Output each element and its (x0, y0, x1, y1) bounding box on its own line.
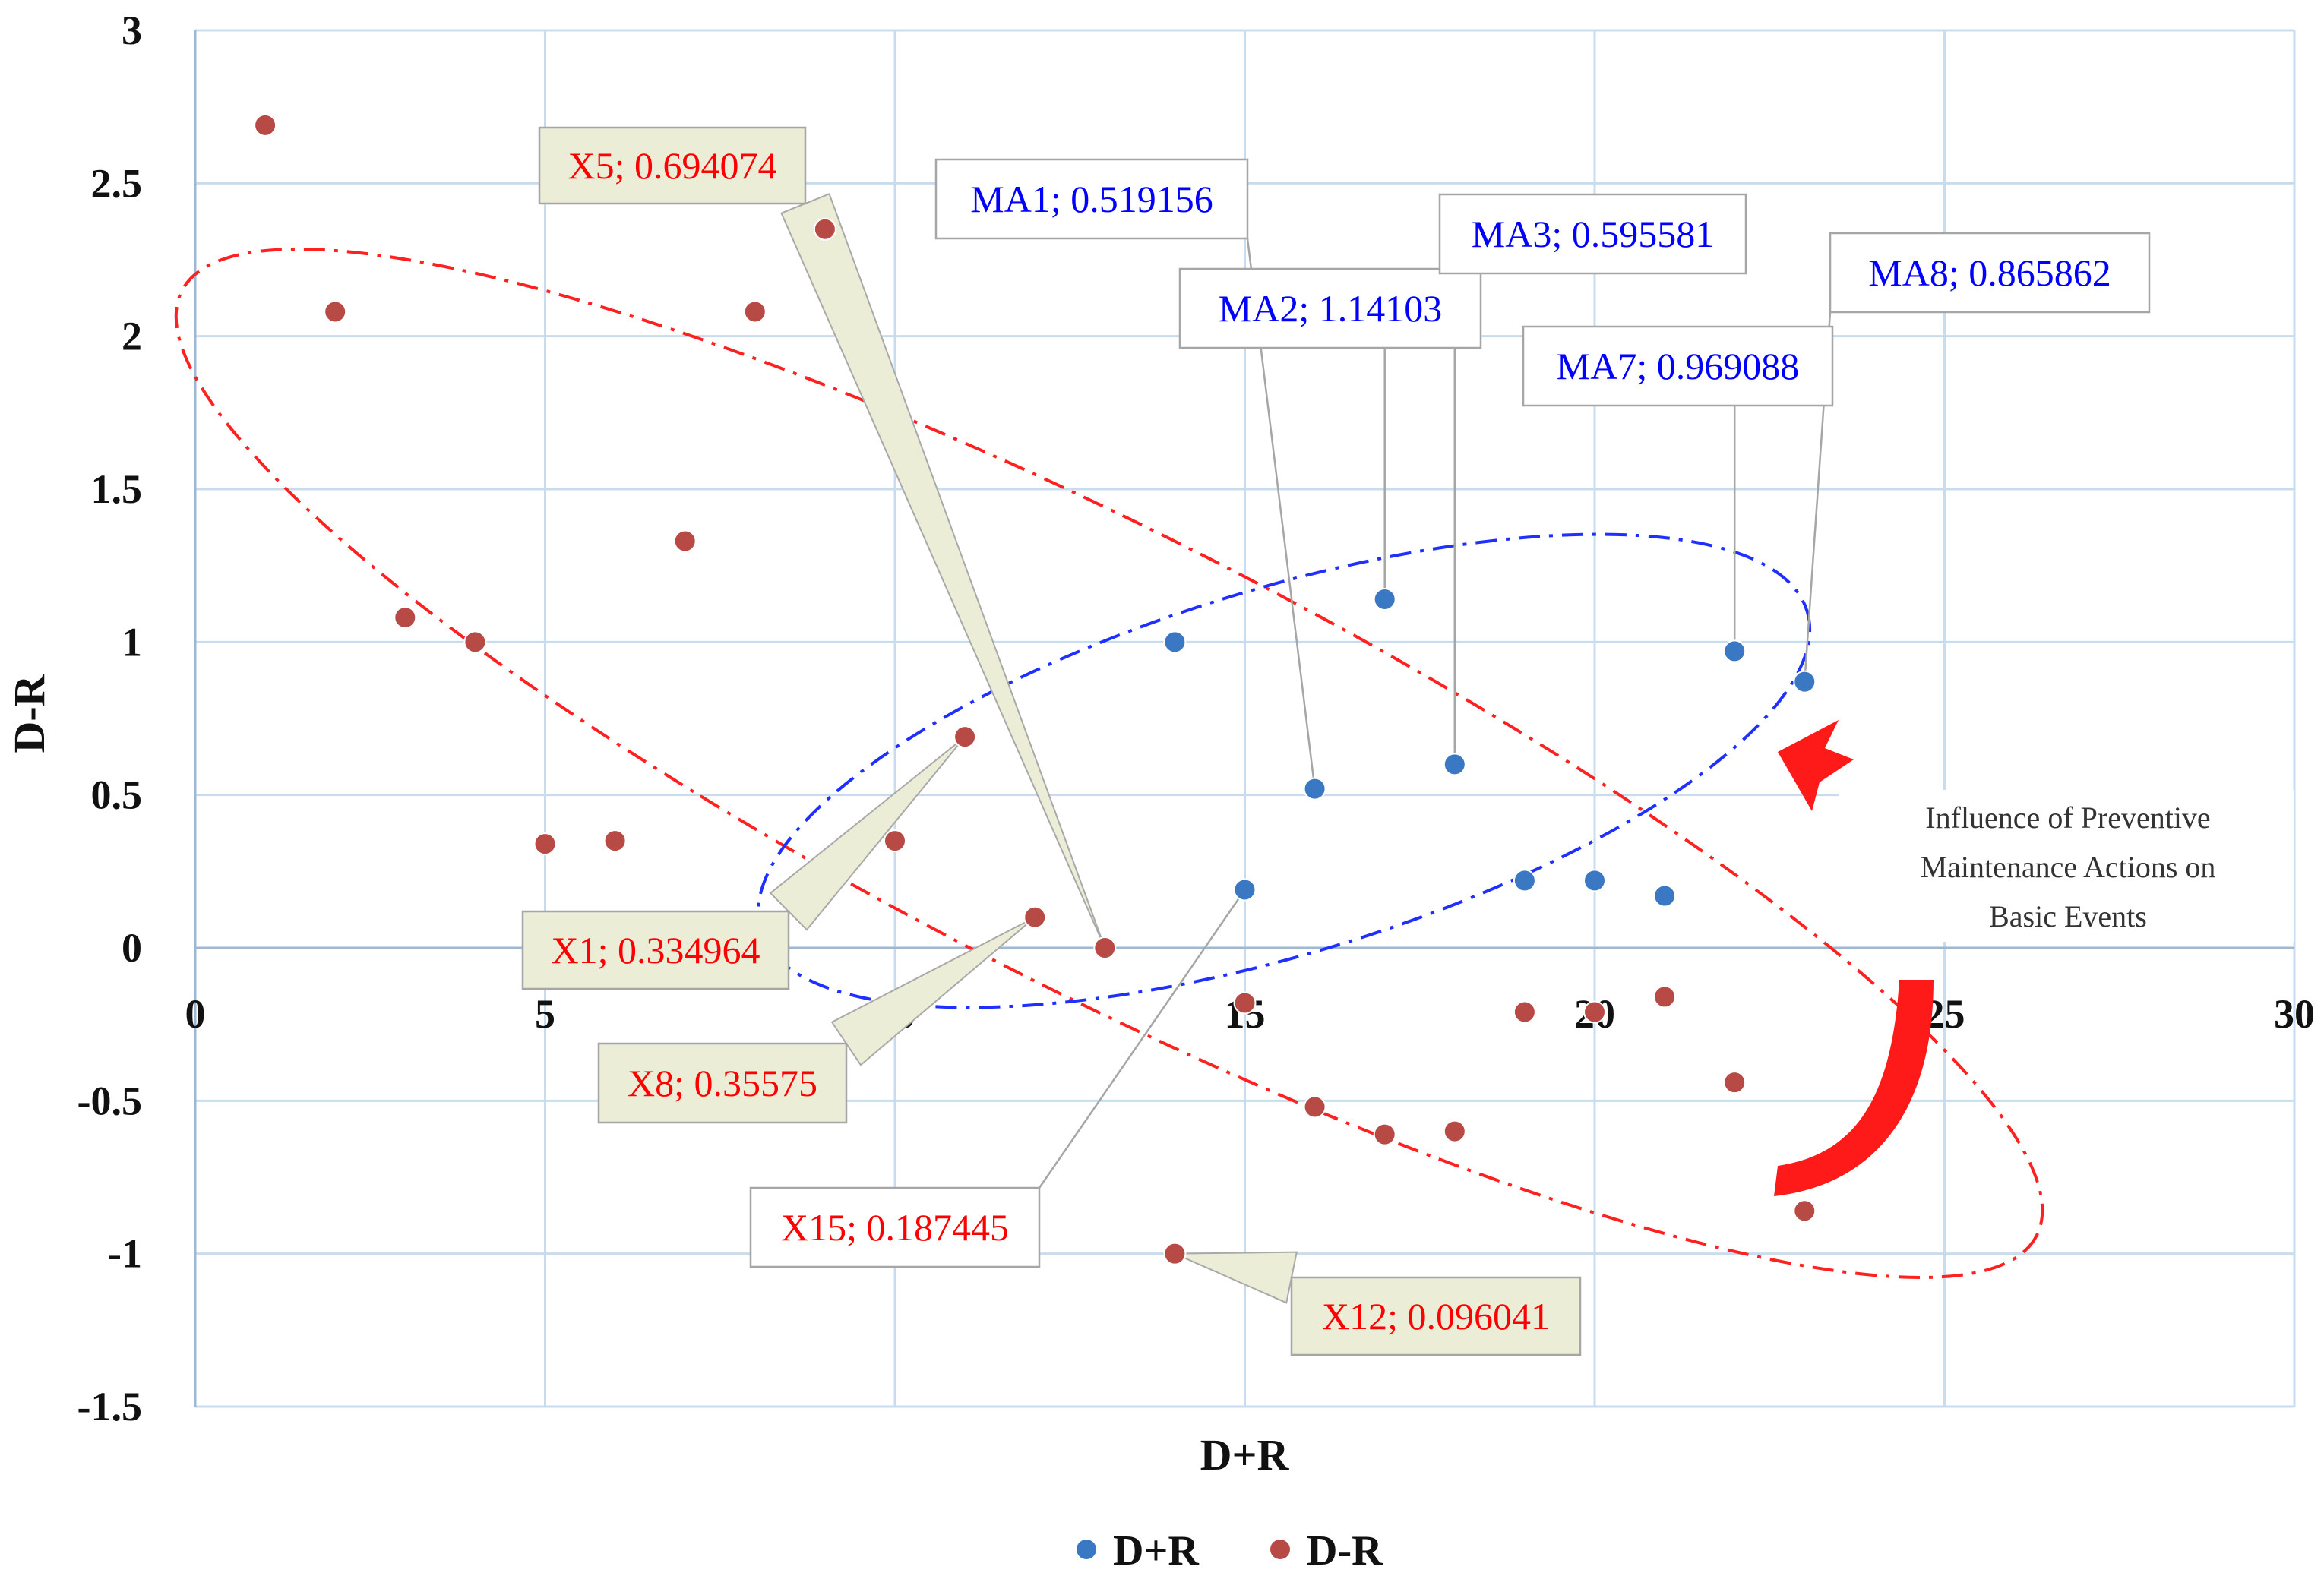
callout-leader-line (1038, 889, 1246, 1189)
y-tick-label: -0.5 (77, 1078, 142, 1123)
d-minus-r-point (463, 630, 487, 654)
influence-note-line-3: Basic Events (1989, 899, 2147, 933)
callout-label: X8; 0.35575 (628, 1062, 817, 1104)
callout-label: MA8; 0.865862 (1868, 251, 2111, 294)
legend: D+R D-R (1077, 1527, 1383, 1574)
y-tick-label: 3 (122, 8, 142, 53)
d-plus-r-point (1303, 777, 1326, 801)
d-minus-r-point (1233, 991, 1257, 1015)
d-minus-r-point (1653, 985, 1677, 1009)
d-minus-r-point (1303, 1095, 1326, 1119)
callout-label: X12; 0.096041 (1322, 1295, 1550, 1337)
callout-box (597, 1042, 848, 1124)
d-minus-r-point (1443, 1120, 1466, 1143)
y-tick-label: 2.5 (91, 160, 143, 206)
d-minus-r-group-ellipse (174, 248, 2044, 1279)
influence-note-line-1: Influence of Preventive (1925, 801, 2210, 835)
y-tick-label: 0.5 (91, 772, 143, 818)
y-tick-label: -1 (108, 1231, 142, 1277)
arrow-head (1778, 720, 1854, 811)
legend-marker-d-minus-r (1270, 1540, 1290, 1559)
legend-marker-d-plus-r (1077, 1540, 1096, 1559)
d-plus-r-point (1373, 587, 1396, 611)
d-plus-r-point (1723, 639, 1747, 663)
callout-label: MA1; 0.519156 (970, 178, 1213, 220)
callout-label: X1; 0.334964 (552, 929, 760, 971)
callout-box (1438, 193, 1747, 275)
callout-pointer (830, 916, 1036, 1066)
callout-box (934, 158, 1249, 240)
callout-box (1522, 325, 1834, 407)
y-tick-label: 2 (122, 314, 142, 359)
tick-labels: 05101520253032.521.510.50-0.5-1-1.5 (77, 8, 2315, 1429)
d-minus-r-point (1373, 1123, 1396, 1146)
y-tick-label: -1.5 (77, 1384, 142, 1429)
callout-pointer (1174, 1251, 1298, 1304)
y-tick-label: 1.5 (91, 466, 143, 512)
curved-arrow-body (1774, 980, 1934, 1196)
d-plus-r-point (1793, 670, 1817, 693)
d-minus-r-point (254, 113, 277, 137)
y-axis-title: D-R (5, 674, 54, 753)
callout-label: X15; 0.187445 (781, 1206, 1009, 1249)
d-plus-r-point (1233, 878, 1257, 902)
callout-label: MA3; 0.595581 (1472, 213, 1714, 255)
callout-box (1829, 232, 2151, 314)
d-minus-r-point (324, 300, 347, 324)
callout-box (1290, 1276, 1582, 1356)
d-minus-r-point (813, 217, 836, 241)
d-plus-r-point (1513, 869, 1536, 892)
influence-arrow (1774, 720, 1934, 1196)
d-minus-r-point (884, 829, 906, 853)
callout-label: MA7; 0.969088 (1557, 345, 1799, 387)
d-minus-r-point (1513, 1000, 1536, 1024)
d-minus-r-point (1723, 1071, 1747, 1094)
x-tick-label: 5 (535, 991, 555, 1037)
data-points (254, 113, 1817, 1265)
d-minus-r-point (1163, 1242, 1187, 1265)
callout-pointer (780, 192, 1106, 949)
y-tick-label: 1 (122, 619, 142, 665)
influence-note-box (1839, 790, 2294, 942)
x-tick-label: 0 (185, 991, 206, 1037)
d-plus-r-point (1583, 869, 1606, 892)
x-tick-label: 30 (2274, 991, 2315, 1037)
influence-note: Influence of Preventive Maintenance Acti… (1839, 790, 2294, 942)
d-minus-r-point (533, 832, 557, 856)
d-plus-r-point (1653, 884, 1677, 908)
d-minus-r-point (743, 300, 767, 324)
d-minus-r-point (603, 829, 627, 853)
x-axis-title: D+R (1200, 1430, 1290, 1480)
y-tick-label: 0 (122, 925, 142, 971)
d-minus-r-point (1023, 905, 1047, 929)
legend-label-d-plus-r: D+R (1113, 1527, 1199, 1574)
d-plus-r-point (1443, 753, 1466, 776)
d-minus-r-point (673, 529, 697, 553)
callout-label: X5; 0.694074 (568, 144, 777, 187)
d-minus-r-point (394, 606, 417, 630)
d-minus-r-point (1793, 1199, 1817, 1223)
callout-box (521, 910, 790, 990)
d-minus-r-point (1093, 936, 1117, 959)
callout-box (1178, 267, 1482, 349)
callout-box (538, 126, 807, 205)
callout-pointer (769, 736, 966, 931)
influence-note-line-2: Maintenance Actions on (1921, 850, 2216, 884)
d-plus-r-point (1163, 630, 1187, 654)
callout-label: MA2; 1.14103 (1219, 287, 1442, 330)
d-minus-r-point (1583, 1000, 1606, 1024)
d-minus-r-point (953, 725, 977, 749)
legend-label-d-minus-r: D-R (1307, 1527, 1383, 1574)
callout-box (749, 1186, 1041, 1268)
